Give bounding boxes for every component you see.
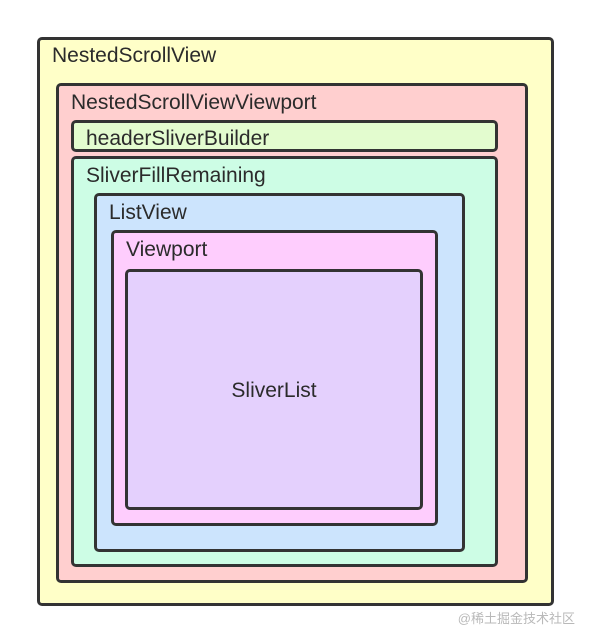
sliver-list-box [125,269,423,510]
viewport-label: Viewport [126,238,208,261]
list-view-label: ListView [109,201,187,224]
watermark: @稀土掘金技术社区 [457,611,575,626]
header-sliver-builder-label: headerSliverBuilder [86,127,270,150]
nested-scroll-view-label: NestedScrollView [52,44,217,67]
sliver-fill-remaining-label: SliverFillRemaining [86,164,266,187]
header-sliver-builder-box [71,120,498,152]
nested-scroll-view-viewport-label: NestedScrollViewViewport [71,91,317,114]
sliver-list-label: SliverList [231,379,317,402]
